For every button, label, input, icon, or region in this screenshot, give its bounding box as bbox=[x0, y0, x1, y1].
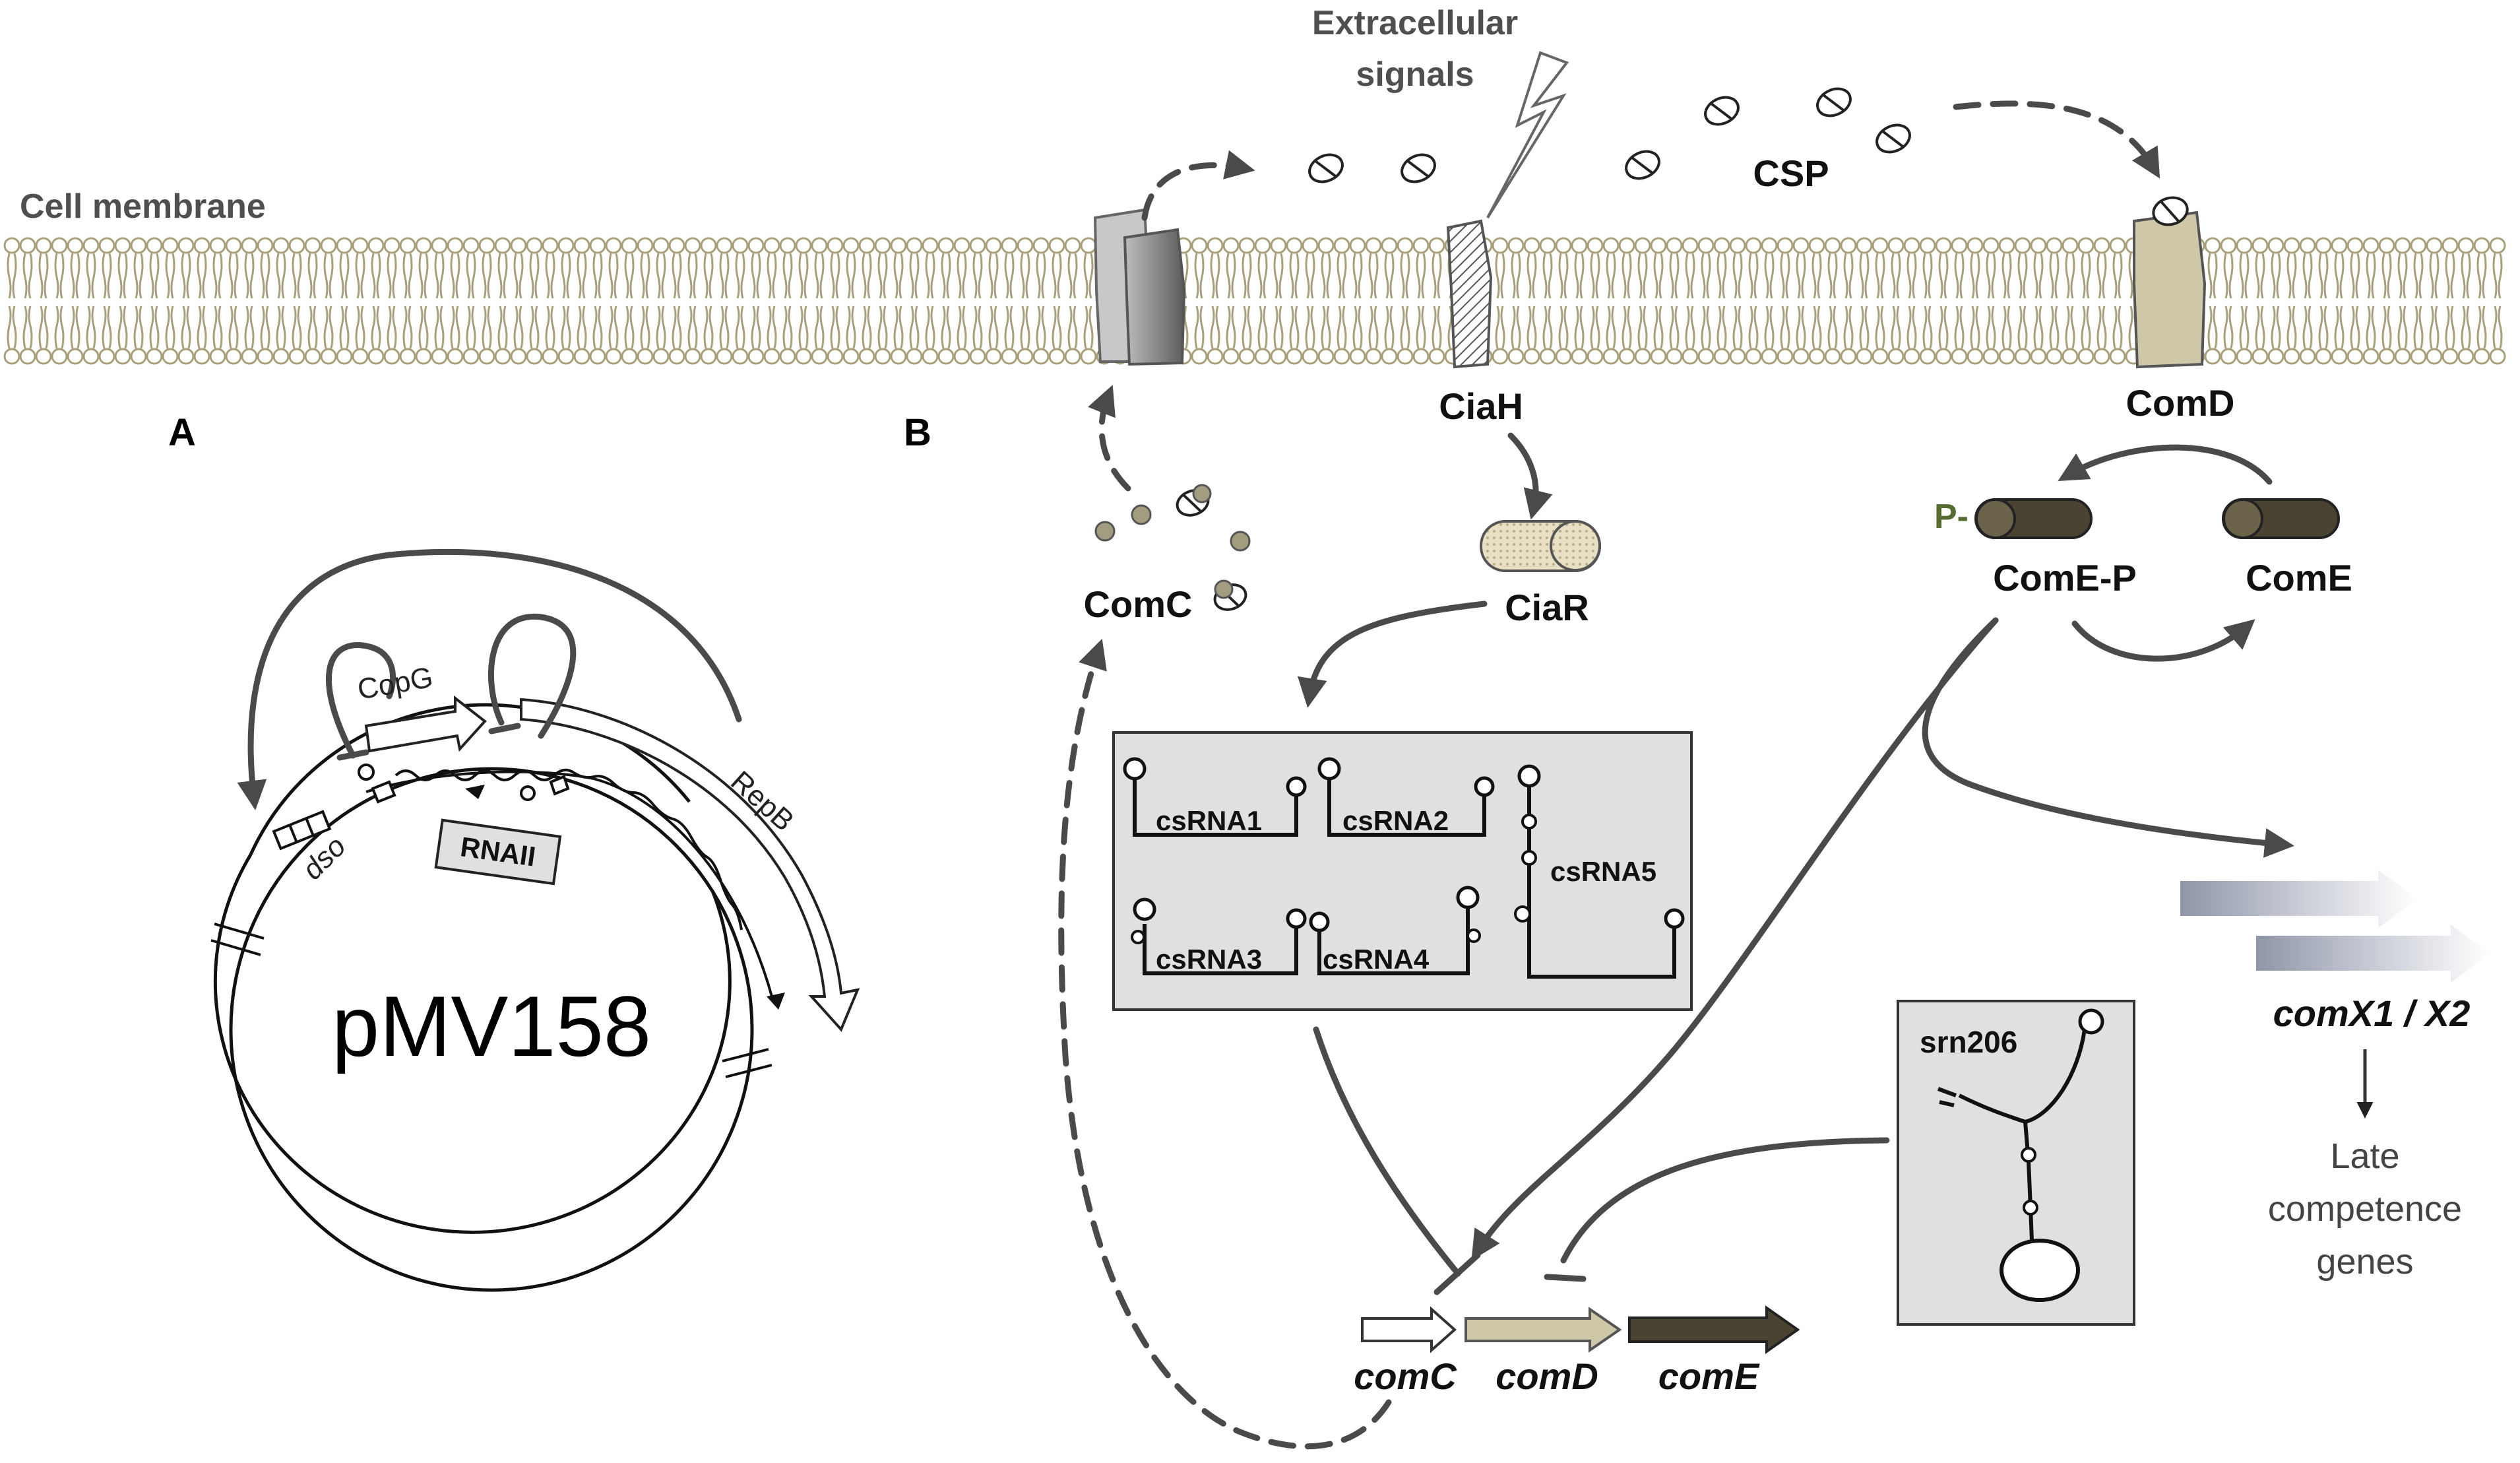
plasmid-panel: RepB CopG dso RNAII pMV158 bbox=[210, 548, 860, 1292]
signals-label-1: Extracellular bbox=[1312, 4, 1518, 42]
srn206-label: srn206 bbox=[1920, 1025, 2017, 1059]
comc-gene-arrow bbox=[1361, 1306, 1457, 1353]
ciar-to-csrna-arrow bbox=[1298, 601, 1488, 708]
csp-peptide bbox=[1625, 150, 1660, 180]
ciar-protein bbox=[1480, 520, 1601, 572]
copg-label: CopG bbox=[355, 661, 435, 706]
csrna-repression-bar bbox=[1433, 1252, 1481, 1295]
membrane-label: Cell membrane bbox=[20, 187, 266, 226]
comx-label: comX1 / X2 bbox=[2273, 992, 2471, 1034]
late-label-1: Late bbox=[2330, 1136, 2399, 1176]
csp-peptide bbox=[1875, 123, 1911, 154]
signals-label-2: signals bbox=[1356, 55, 1474, 94]
copg-loop bbox=[325, 642, 396, 759]
repb-feedback-arrow bbox=[237, 548, 742, 810]
rnaii-loop bbox=[488, 613, 577, 739]
csp-peptide bbox=[1308, 153, 1344, 183]
dephosphorylation-arrow bbox=[2071, 619, 2255, 662]
srn206-box: srn206 bbox=[1897, 1000, 2135, 1326]
comx1-gene-arrow bbox=[2180, 870, 2418, 928]
panel-label-b: B bbox=[904, 411, 931, 454]
come-gene-label: comE bbox=[1658, 1355, 1760, 1397]
plasmid-circle bbox=[213, 703, 732, 1234]
comd-receptor bbox=[2133, 196, 2207, 369]
comc-label: ComC bbox=[1084, 583, 1193, 625]
srn206-repression-bar bbox=[1544, 1274, 1587, 1282]
plasmid-name: pMV158 bbox=[332, 978, 651, 1074]
lightning-icon bbox=[1486, 51, 1569, 219]
csrna5-label: csRNA5 bbox=[1550, 856, 1656, 887]
csp-label: CSP bbox=[1753, 152, 1829, 194]
come-protein bbox=[2222, 498, 2340, 539]
ciar-label: CiaR bbox=[1505, 587, 1589, 628]
comcde-activation-arrow bbox=[1471, 617, 1999, 1261]
ciah-to-ciar-arrow bbox=[1507, 432, 1553, 520]
comc-peptides bbox=[1094, 484, 1251, 611]
csp-peptide bbox=[1816, 87, 1852, 117]
csrna2-label: csRNA2 bbox=[1342, 805, 1449, 836]
csp-peptide bbox=[1704, 96, 1740, 126]
comc-export-arrow bbox=[1088, 385, 1131, 492]
comd-phosphorylation-arrow bbox=[2058, 444, 2273, 485]
csp-binding-arrow bbox=[1953, 100, 2160, 179]
cell-membrane bbox=[3, 237, 2506, 365]
comc-transporter bbox=[1093, 208, 1186, 366]
late-label-3: genes bbox=[2316, 1242, 2413, 1282]
comep-label: ComE-P bbox=[1993, 557, 2137, 599]
csrna1-label: csRNA1 bbox=[1156, 805, 1262, 836]
panel-label-a: A bbox=[168, 411, 196, 454]
comx2-gene-arrow bbox=[2256, 925, 2490, 983]
export-arrow bbox=[1141, 150, 1255, 221]
comd-gene-arrow bbox=[1465, 1307, 1622, 1353]
come-gene-arrow bbox=[1628, 1305, 1800, 1354]
comd-label: ComD bbox=[2126, 382, 2235, 424]
csrna-box: csRNA1 csRNA2 csRNA3 csRNA4 csRNA5 bbox=[1112, 731, 1693, 1011]
comx-activation-arrow bbox=[1922, 617, 2294, 858]
csrna3-label: csRNA3 bbox=[1156, 944, 1262, 975]
repb-gene-arrow bbox=[520, 698, 860, 1032]
csrna-repression-line bbox=[1313, 1026, 1461, 1277]
csp-peptide bbox=[1401, 153, 1436, 183]
comd-gene-label: comD bbox=[1496, 1355, 1598, 1397]
csrna4-label: csRNA4 bbox=[1323, 944, 1430, 975]
come-label: ComE bbox=[2246, 557, 2352, 599]
copg-gene-arrow bbox=[364, 695, 487, 753]
phospho-label: P- bbox=[1934, 498, 1969, 536]
comc-gene-label: comC bbox=[1354, 1355, 1457, 1397]
csp-peptides bbox=[1308, 87, 1911, 183]
ciah-label: CiaH bbox=[1439, 385, 1523, 427]
late-label-2: competence bbox=[2268, 1189, 2462, 1229]
rnaii-transcript bbox=[394, 768, 743, 930]
srn206-repression-line bbox=[1560, 1137, 1890, 1264]
comep-protein bbox=[1974, 498, 2093, 539]
ciah-receptor bbox=[1446, 219, 1493, 369]
